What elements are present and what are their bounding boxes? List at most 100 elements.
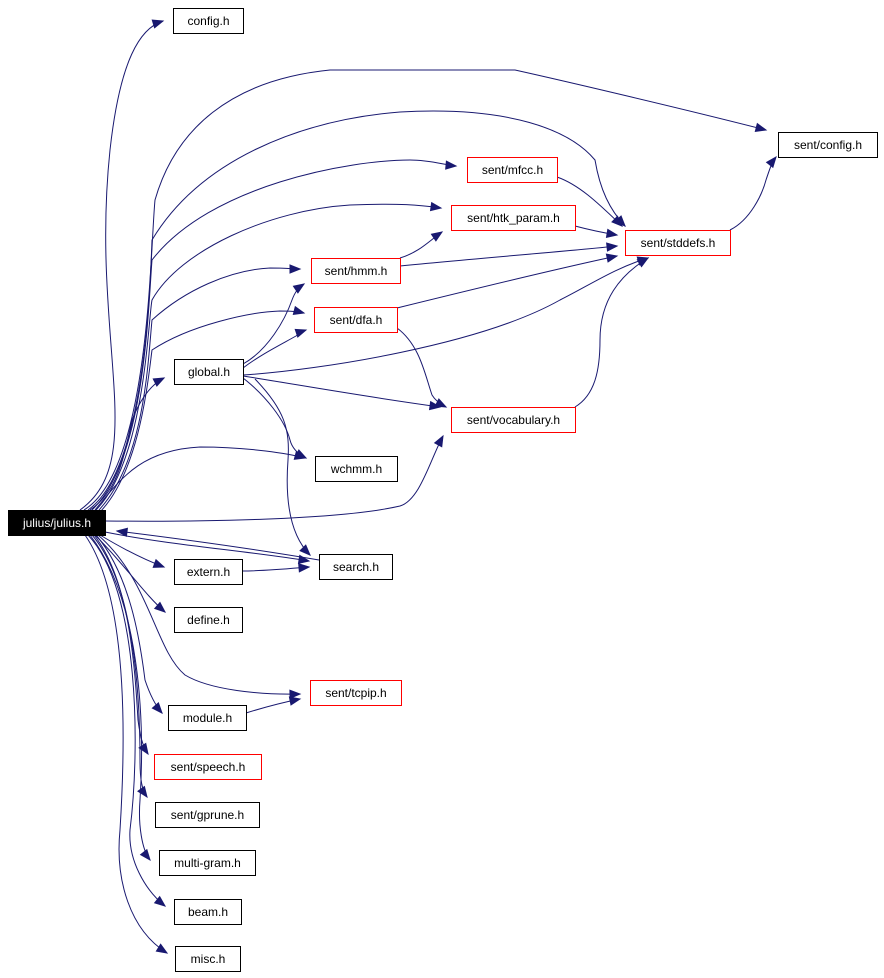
node-sent-hmm-h[interactable]: sent/hmm.h — [311, 258, 401, 284]
edge-sent-vocabulary-h-to-sent-stddefs-h — [574, 257, 650, 408]
edge-line — [99, 310, 305, 513]
node-sent-mfcc-h[interactable]: sent/mfcc.h — [467, 157, 558, 183]
edge-line — [94, 446, 306, 511]
edge-line — [242, 283, 305, 365]
node-label: wchmm.h — [330, 462, 382, 476]
edge-sent-stddefs-h-to-sent-config-h — [729, 155, 777, 231]
edge-julius-h-to-sent-dfa-h — [99, 305, 306, 513]
node-label: sent/htk_param.h — [467, 211, 560, 225]
node-box — [154, 754, 262, 780]
node-multi-gram-h[interactable]: multi-gram.h — [159, 850, 256, 876]
node-label: sent/mfcc.h — [482, 163, 543, 177]
node-label: sent/gprune.h — [171, 808, 244, 822]
edge-arrowhead — [428, 400, 442, 411]
node-label: search.h — [333, 560, 379, 574]
node-global-h[interactable]: global.h — [174, 359, 244, 385]
node-misc-h[interactable]: misc.h — [175, 946, 241, 972]
edge-arrowhead — [138, 742, 149, 756]
node-box — [467, 157, 558, 183]
edge-julius-h-to-sent-htk-param-h — [95, 201, 443, 511]
node-sent-speech-h[interactable]: sent/speech.h — [154, 754, 262, 780]
edge-sent-htk-param-h-to-sent-stddefs-h — [574, 225, 619, 238]
edge-line — [84, 534, 168, 954]
node-config-h[interactable]: config.h — [173, 8, 244, 34]
node-label: multi-gram.h — [174, 856, 241, 870]
node-label: sent/dfa.h — [330, 313, 383, 327]
node-label: config.h — [187, 14, 229, 28]
node-box — [174, 359, 244, 385]
node-label: sent/vocabulary.h — [467, 413, 560, 427]
edge-line — [95, 203, 442, 511]
node-box — [310, 680, 402, 706]
node-box — [314, 307, 398, 333]
edge-arrowhead — [155, 943, 169, 954]
node-box — [315, 456, 398, 482]
edge-line — [242, 329, 307, 369]
edge-arrowhead — [605, 253, 619, 263]
edge-arrowhead — [153, 601, 167, 613]
edge-arrowhead — [433, 434, 444, 448]
node-sent-tcpip-h[interactable]: sent/tcpip.h — [310, 680, 402, 706]
edge-line — [95, 534, 163, 714]
node-module-h[interactable]: module.h — [168, 705, 247, 731]
edge-arrowhead — [137, 785, 148, 799]
edge-line — [83, 69, 767, 511]
edge-arrowhead — [298, 563, 311, 573]
edge-sent-dfa-h-to-sent-stddefs-h — [396, 253, 619, 309]
node-label: beam.h — [188, 905, 228, 919]
edge-line — [254, 378, 311, 556]
node-beam-h[interactable]: beam.h — [174, 899, 242, 925]
edge-julius-h-to-config-h — [79, 19, 165, 511]
node-extern-h[interactable]: extern.h — [174, 559, 243, 585]
node-box — [174, 899, 242, 925]
edge-arrowhead — [151, 701, 163, 715]
edge-arrowhead — [153, 895, 167, 907]
node-sent-dfa-h[interactable]: sent/dfa.h — [314, 307, 398, 333]
node-box — [451, 205, 576, 231]
edge-line — [87, 534, 166, 907]
edge-julius-h-to-extern-h — [99, 534, 166, 568]
node-sent-vocabulary-h[interactable]: sent/vocabulary.h — [451, 407, 576, 433]
edge-arrowhead — [430, 231, 444, 242]
node-wchmm-h[interactable]: wchmm.h — [315, 456, 398, 482]
edge-line — [91, 534, 148, 798]
edge-global-h-to-sent-stddefs-h — [242, 256, 650, 376]
edge-arrowhead — [611, 215, 623, 227]
node-sent-stddefs-h[interactable]: sent/stddefs.h — [625, 230, 731, 256]
node-label: sent/tcpip.h — [325, 686, 386, 700]
node-label: global.h — [188, 365, 230, 379]
node-define-h[interactable]: define.h — [174, 607, 243, 633]
edge-arrowhead — [294, 449, 308, 459]
node-julius-h[interactable]: julius/julius.h — [8, 510, 106, 536]
edge-sent-hmm-h-to-sent-stddefs-h — [399, 242, 619, 267]
edge-line — [98, 267, 301, 511]
node-box — [8, 510, 106, 536]
node-box — [168, 705, 247, 731]
edge-arrowhead — [292, 283, 306, 294]
edge-line — [79, 20, 164, 511]
edge-line — [104, 531, 310, 562]
edge-line — [242, 375, 441, 408]
node-sent-gprune-h[interactable]: sent/gprune.h — [155, 802, 260, 828]
edge-sent-mfcc-h-to-sent-stddefs-h — [556, 176, 623, 227]
edge-global-h-to-wchmm-h — [242, 377, 308, 459]
edge-search-h-to-julius-h — [115, 527, 320, 561]
node-search-h[interactable]: search.h — [319, 554, 393, 580]
node-label: julius/julius.h — [22, 516, 91, 530]
edge-arrowhead — [765, 155, 777, 169]
node-box — [319, 554, 393, 580]
edge-arrowhead — [139, 848, 151, 862]
edge-global-h-to-sent-hmm-h — [242, 283, 306, 365]
edge-julius-h-to-sent-hmm-h — [98, 264, 302, 511]
node-sent-config-h[interactable]: sent/config.h — [778, 132, 878, 158]
node-box — [451, 407, 576, 433]
edge-extern-h-to-search-h — [241, 563, 311, 573]
edge-arrowhead — [289, 264, 302, 274]
node-box — [174, 607, 243, 633]
edge-arrowhead — [115, 527, 129, 537]
node-label: sent/stddefs.h — [641, 236, 716, 250]
edge-line — [91, 159, 457, 511]
edge-sent-dfa-h-to-sent-vocabulary-h — [396, 327, 448, 408]
node-sent-htk-param-h[interactable]: sent/htk_param.h — [451, 205, 576, 231]
